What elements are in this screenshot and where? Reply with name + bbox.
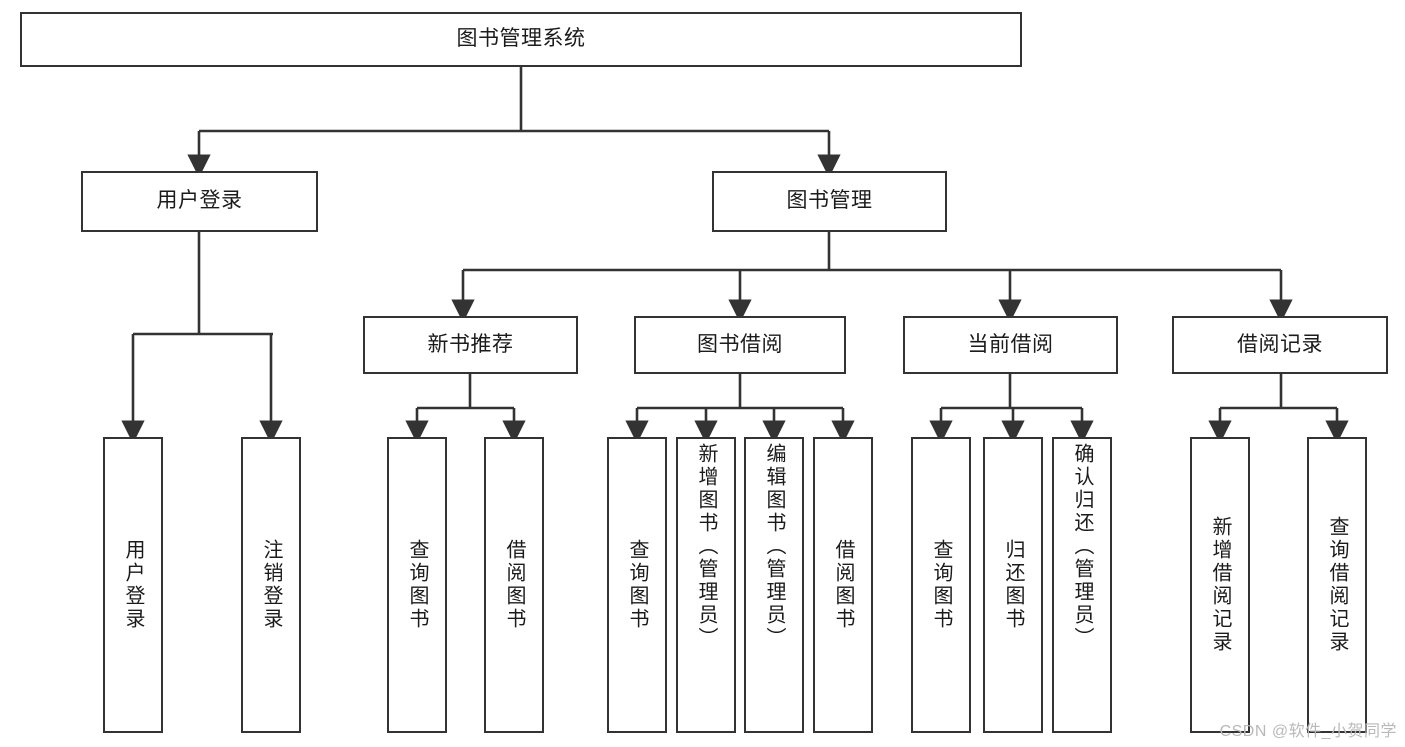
leaf-newbook-query-book[interactable]: 查询图书: [387, 437, 447, 733]
leaf-current-confirm-return-admin-label: 确认归还（管理员）: [1071, 443, 1093, 650]
leaf-newbook-borrow-book-label: 借阅图书: [503, 539, 525, 631]
leaf-borrow-query-book-label: 查询图书: [626, 539, 648, 631]
leaf-current-confirm-return-admin[interactable]: 确认归还（管理员）: [1052, 437, 1112, 733]
leaf-borrow-add-book-admin[interactable]: 新增图书（管理员）: [676, 437, 736, 733]
leaf-current-return-book[interactable]: 归还图书: [983, 437, 1043, 733]
node-book-borrow[interactable]: 图书借阅: [634, 316, 846, 374]
leaf-current-query-book-label: 查询图书: [930, 539, 952, 631]
leaf-record-add-record-label: 新增借阅记录: [1209, 516, 1231, 654]
leaf-borrow-lend-book[interactable]: 借阅图书: [813, 437, 873, 733]
leaf-user-logout[interactable]: 注销登录: [241, 437, 301, 733]
node-root[interactable]: 图书管理系统: [20, 12, 1022, 67]
node-current-borrow-label: 当前借阅: [967, 332, 1054, 356]
leaf-record-query-record[interactable]: 查询借阅记录: [1307, 437, 1367, 733]
node-root-label: 图书管理系统: [456, 27, 586, 51]
node-borrow-record-label: 借阅记录: [1237, 332, 1323, 356]
leaf-newbook-query-book-label: 查询图书: [406, 539, 428, 631]
node-book-management[interactable]: 图书管理: [712, 171, 947, 232]
node-new-book-recommend-label: 新书推荐: [427, 332, 514, 356]
leaf-borrow-lend-book-label: 借阅图书: [832, 539, 854, 631]
node-current-borrow[interactable]: 当前借阅: [903, 316, 1118, 374]
node-book-borrow-label: 图书借阅: [697, 332, 783, 356]
leaf-borrow-add-book-admin-label: 新增图书（管理员）: [695, 443, 717, 650]
leaf-current-return-book-label: 归还图书: [1002, 539, 1024, 631]
node-user-login-label: 用户登录: [156, 189, 243, 213]
leaf-record-add-record[interactable]: 新增借阅记录: [1190, 437, 1250, 733]
leaf-current-query-book[interactable]: 查询图书: [911, 437, 971, 733]
leaf-newbook-borrow-book[interactable]: 借阅图书: [484, 437, 544, 733]
leaf-user-logout-label: 注销登录: [260, 539, 282, 631]
leaf-record-query-record-label: 查询借阅记录: [1326, 516, 1348, 654]
node-new-book-recommend[interactable]: 新书推荐: [363, 316, 578, 374]
csdn-watermark: CSDN @软件_小贺同学: [1219, 723, 1397, 740]
node-borrow-record[interactable]: 借阅记录: [1172, 316, 1388, 374]
leaf-borrow-edit-book-admin[interactable]: 编辑图书（管理员）: [744, 437, 804, 733]
leaf-user-login-label: 用户登录: [122, 539, 144, 631]
leaf-borrow-edit-book-admin-label: 编辑图书（管理员）: [763, 443, 785, 650]
node-book-management-label: 图书管理: [786, 189, 873, 213]
node-user-login[interactable]: 用户登录: [81, 171, 318, 232]
leaf-user-login[interactable]: 用户登录: [103, 437, 163, 733]
leaf-borrow-query-book[interactable]: 查询图书: [607, 437, 667, 733]
